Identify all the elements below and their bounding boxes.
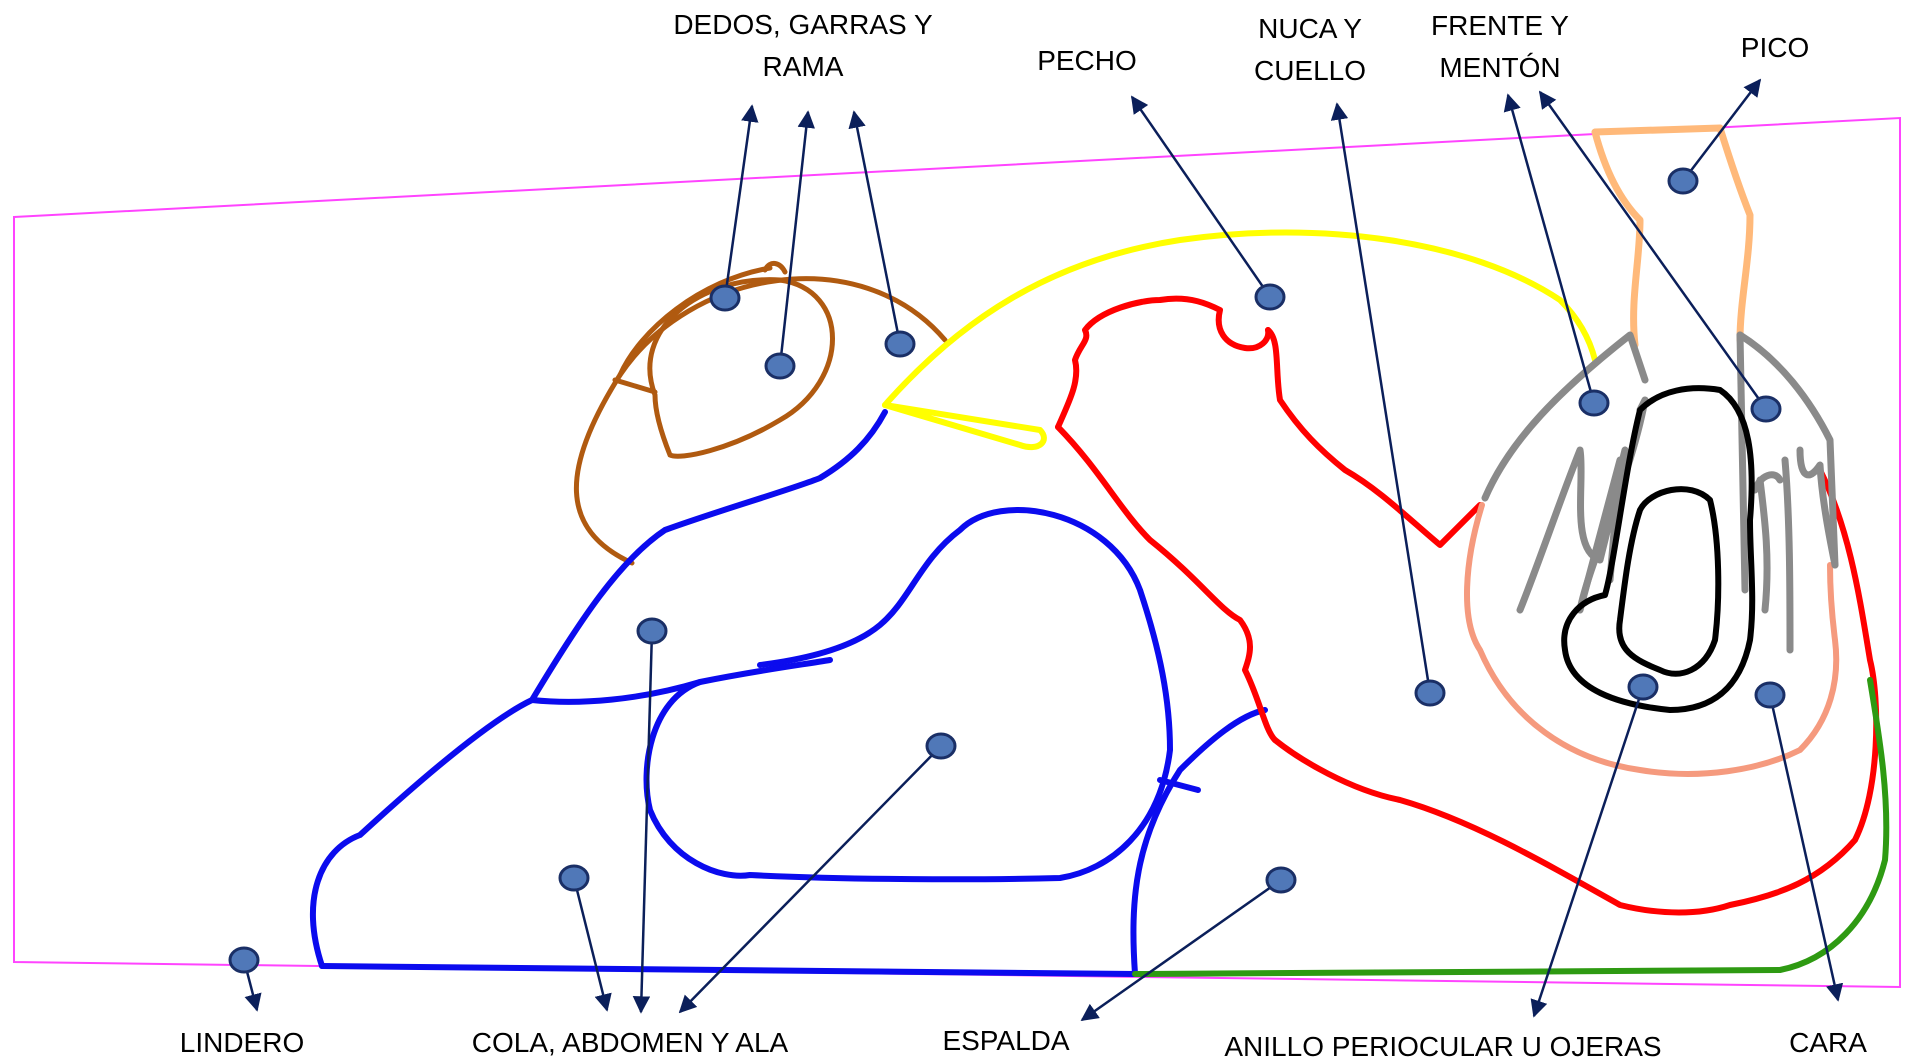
arrow-pecho <box>1130 95 1272 298</box>
arrow-cola-1 <box>572 877 612 1012</box>
arrow-espalda <box>1080 878 1282 1022</box>
dot-nuca <box>1414 679 1446 707</box>
label-pecho: PECHO <box>1037 45 1137 76</box>
arrow-cara <box>1768 694 1844 1002</box>
label-lindero: LINDERO <box>180 1027 304 1058</box>
label-dedos-line2: RAMA <box>763 51 844 82</box>
arrow-pico <box>1682 78 1762 182</box>
leader-arrows <box>242 78 1844 1022</box>
arrow-cola-3 <box>678 745 942 1014</box>
eye-ring-region <box>1561 385 1756 713</box>
dot-lindero <box>228 946 260 974</box>
forehead-feathers <box>1481 331 1839 654</box>
dot-anillo <box>1627 673 1659 701</box>
arrow-anillo <box>1530 686 1645 1018</box>
dot-pecho <box>1254 283 1286 311</box>
dot-dedos-1 <box>709 284 741 312</box>
arrow-dedos-2 <box>778 110 815 367</box>
label-nuca-line2: CUELLO <box>1254 55 1366 86</box>
label-espalda: ESPALDA <box>942 1025 1069 1056</box>
nape-neck-region <box>1055 295 1880 916</box>
arrow-frente <box>1503 93 1596 404</box>
chest-region <box>882 229 1598 451</box>
label-frente-line2: MENTÓN <box>1439 52 1560 83</box>
label-pico: PICO <box>1741 32 1809 63</box>
feet-region <box>574 261 948 566</box>
dot-cara <box>1754 681 1786 709</box>
arrow-menton <box>1538 90 1768 410</box>
beak-region <box>1591 124 1754 349</box>
boundary-frame <box>13 116 1901 989</box>
dot-cola-3 <box>925 732 957 760</box>
dot-dedos-2 <box>764 352 796 380</box>
arrow-nuca <box>1330 102 1432 694</box>
label-nuca-line1: NUCA Y <box>1258 13 1362 44</box>
body-region <box>309 409 1268 977</box>
dot-menton <box>1750 395 1782 423</box>
label-dedos-line1: DEDOS, GARRAS Y <box>673 9 933 40</box>
dot-frente <box>1578 389 1610 417</box>
arrow-dedos-1 <box>723 104 759 299</box>
labels: DEDOS, GARRAS Y RAMA PECHO NUCA Y CUELLO… <box>180 9 1867 1061</box>
label-frente-line1: FRENTE Y <box>1431 10 1569 41</box>
dot-cola-2 <box>636 617 668 645</box>
dot-dedos-3 <box>884 330 916 358</box>
dot-pico <box>1667 167 1699 195</box>
ground-line <box>1132 677 1890 977</box>
dot-cola-1 <box>558 864 590 892</box>
label-cara: CARA <box>1789 1027 1867 1058</box>
label-anillo: ANILLO PERIOCULAR U OJERAS <box>1224 1031 1661 1061</box>
dot-espalda <box>1265 866 1297 894</box>
label-cola: COLA, ABDOMEN Y ALA <box>472 1027 789 1058</box>
arrow-dedos-3 <box>848 110 902 345</box>
marker-dots <box>228 167 1786 974</box>
face-region <box>1464 502 1840 777</box>
arrow-cola-2 <box>632 630 654 1014</box>
